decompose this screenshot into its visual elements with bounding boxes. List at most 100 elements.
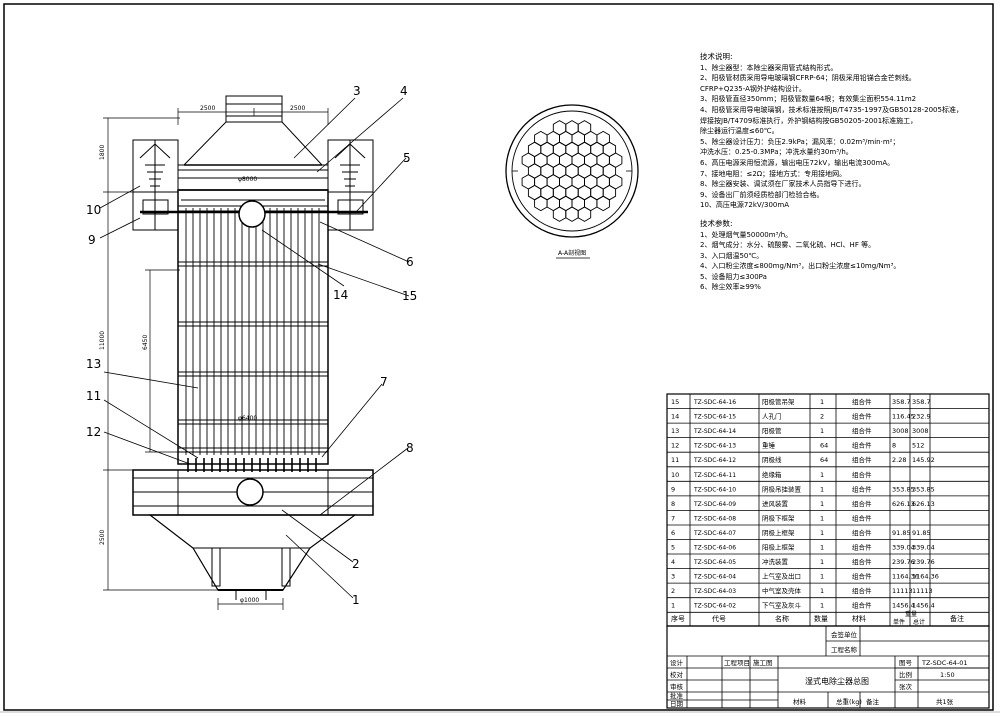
table-cell-mat: 组合件 xyxy=(852,441,872,450)
table-cell-qty: 1 xyxy=(820,544,824,552)
left-dimensions xyxy=(103,117,218,591)
table-cell-no: 6 xyxy=(671,529,675,537)
table-cell-code: TZ-SDC-64-05 xyxy=(693,559,736,566)
callout-labels: 3 4 5 6 14 15 7 8 2 1 10 9 13 11 12 xyxy=(86,84,417,607)
tb-drawing-no: TZ-SDC-64-01 xyxy=(921,659,968,667)
table-cell-no: 5 xyxy=(671,544,675,552)
table-cell-name: 阳极管 xyxy=(762,426,782,435)
th-weight: 重量 xyxy=(905,610,917,618)
bottom-dimension xyxy=(217,598,284,610)
table-cell-qty: 1 xyxy=(820,587,824,595)
table-cell-no: 8 xyxy=(671,500,675,508)
right-insulator-box xyxy=(327,139,374,231)
th-total: 总计 xyxy=(913,618,925,626)
tb-check: 校对 xyxy=(670,670,684,679)
note-4b: 焊接按JB/T4709标准执行，外护钢结构按GB50205-2001标准施工， xyxy=(700,116,918,125)
callout-3: 3 xyxy=(353,84,361,98)
parts-table-header: 序号 代号 名称 数量 材料 单件 总计 重量 备注 xyxy=(671,610,964,626)
table-cell-mat: 组合件 xyxy=(852,499,872,508)
callout-7: 7 xyxy=(380,375,388,389)
tb-review: 审核 xyxy=(670,682,684,691)
dim-left-bottom: 2500 xyxy=(99,530,106,545)
table-cell-qty: 1 xyxy=(820,398,824,406)
note-6: 6、高压电源采用恒流源，输出电压72kV，输出电流300mA。 xyxy=(700,158,895,167)
note-4c: 除尘器运行温度≤60℃。 xyxy=(700,127,779,136)
tb-scale: 1:50 xyxy=(940,671,955,679)
table-cell-qty: 1 xyxy=(820,471,824,479)
callout-14: 14 xyxy=(333,288,348,302)
table-cell-no: 12 xyxy=(671,442,679,450)
callout-15: 15 xyxy=(402,289,417,303)
table-cell-unit: 1164.36 xyxy=(892,573,919,581)
table-cell-no: 14 xyxy=(671,413,679,421)
section-outer-circle xyxy=(505,104,639,238)
table-cell-unit: 339.04 xyxy=(892,544,915,552)
table-cell-name: 冲洗装置 xyxy=(762,557,789,566)
table-cell-qty: 64 xyxy=(820,456,828,464)
dim-hopper-top: φ8000 xyxy=(238,176,257,183)
table-cell-unit: 8 xyxy=(892,442,896,450)
anode-tube-bundle xyxy=(185,208,320,455)
table-cell-qty: 1 xyxy=(820,514,824,522)
table-cell-name: 重锤 xyxy=(762,441,776,450)
sheet-border xyxy=(3,3,994,711)
table-cell-code: TZ-SDC-64-08 xyxy=(693,515,736,522)
tb-material: 材料 xyxy=(793,697,807,706)
lower-manhole xyxy=(236,478,264,506)
param-5: 5、设备阻力≤300Pa xyxy=(700,272,767,281)
tb-approve: 批准 xyxy=(670,691,684,700)
parts-table xyxy=(666,393,990,627)
table-cell-name: 中气室及壳体 xyxy=(762,586,802,595)
dim-top-left: 2500 xyxy=(200,105,215,112)
callout-9: 9 xyxy=(88,233,96,247)
param-4: 4、入口粉尘浓度≤800mg/Nm³，出口粉尘浓度≤10mg/Nm³。 xyxy=(700,262,901,271)
table-cell-code: TZ-SDC-64-07 xyxy=(693,530,736,537)
table-cell-no: 13 xyxy=(671,427,679,435)
table-cell-code: TZ-SDC-64-09 xyxy=(693,501,736,508)
table-cell-total: 239.76 xyxy=(912,558,935,566)
hexagonal-anode-grid xyxy=(521,120,623,222)
table-cell-total: 358.7 xyxy=(912,398,931,406)
callout-11: 11 xyxy=(86,389,101,403)
tb-approval-2: 工程名称 xyxy=(831,645,858,654)
table-cell-unit: 2.28 xyxy=(892,456,906,464)
leader-lines xyxy=(99,97,410,599)
tb-drawing-no-label: 图号 xyxy=(899,659,913,667)
table-cell-code: TZ-SDC-64-11 xyxy=(693,472,736,479)
table-cell-qty: 1 xyxy=(820,427,824,435)
table-cell-qty: 1 xyxy=(820,558,824,566)
table-cell-qty: 64 xyxy=(820,442,828,450)
callout-10: 10 xyxy=(86,203,101,217)
th-qty: 数量 xyxy=(814,614,828,623)
drawing-title: 湿式电除尘器总图 xyxy=(805,676,869,686)
ash-hopper xyxy=(148,514,357,591)
notes-title: 技术说明: xyxy=(700,52,733,61)
table-cell-total: 339.04 xyxy=(912,544,935,552)
th-code: 代号 xyxy=(712,614,726,623)
th-mat: 材料 xyxy=(852,614,866,623)
table-cell-name: 人孔门 xyxy=(762,412,782,421)
table-cell-code: TZ-SDC-64-03 xyxy=(693,588,736,595)
table-cell-mat: 组合件 xyxy=(852,528,872,537)
anode-hex-cell xyxy=(596,195,610,212)
th-unit: 单件 xyxy=(893,618,905,626)
table-cell-name: 阴极线 xyxy=(762,455,782,464)
note-7: 7、接地电阻：≤2Ω；接地方式：专用接地网。 xyxy=(700,169,847,178)
params-title: 技术参数: xyxy=(700,218,733,228)
section-inner-circle xyxy=(511,110,633,232)
table-cell-mat: 组合件 xyxy=(852,543,872,552)
tb-weight-label: 总重(kg) xyxy=(836,697,862,706)
table-cell-qty: 1 xyxy=(820,500,824,508)
table-cell-qty: 1 xyxy=(820,573,824,581)
table-cell-code: TZ-SDC-64-15 xyxy=(693,414,736,421)
note-1: 1、除尘器型：本除尘器采用管式结构形式。 xyxy=(700,63,838,72)
tb-date: 日期 xyxy=(670,700,684,708)
table-cell-mat: 组合件 xyxy=(852,470,872,479)
table-cell-qty: 1 xyxy=(820,485,824,493)
table-cell-code: TZ-SDC-64-13 xyxy=(693,443,736,450)
table-cell-mat: 组合件 xyxy=(852,601,872,610)
param-3: 3、入口烟温50℃。 xyxy=(700,251,764,260)
tb-sheet: 共1张 xyxy=(936,697,954,706)
callout-6: 6 xyxy=(406,255,414,269)
